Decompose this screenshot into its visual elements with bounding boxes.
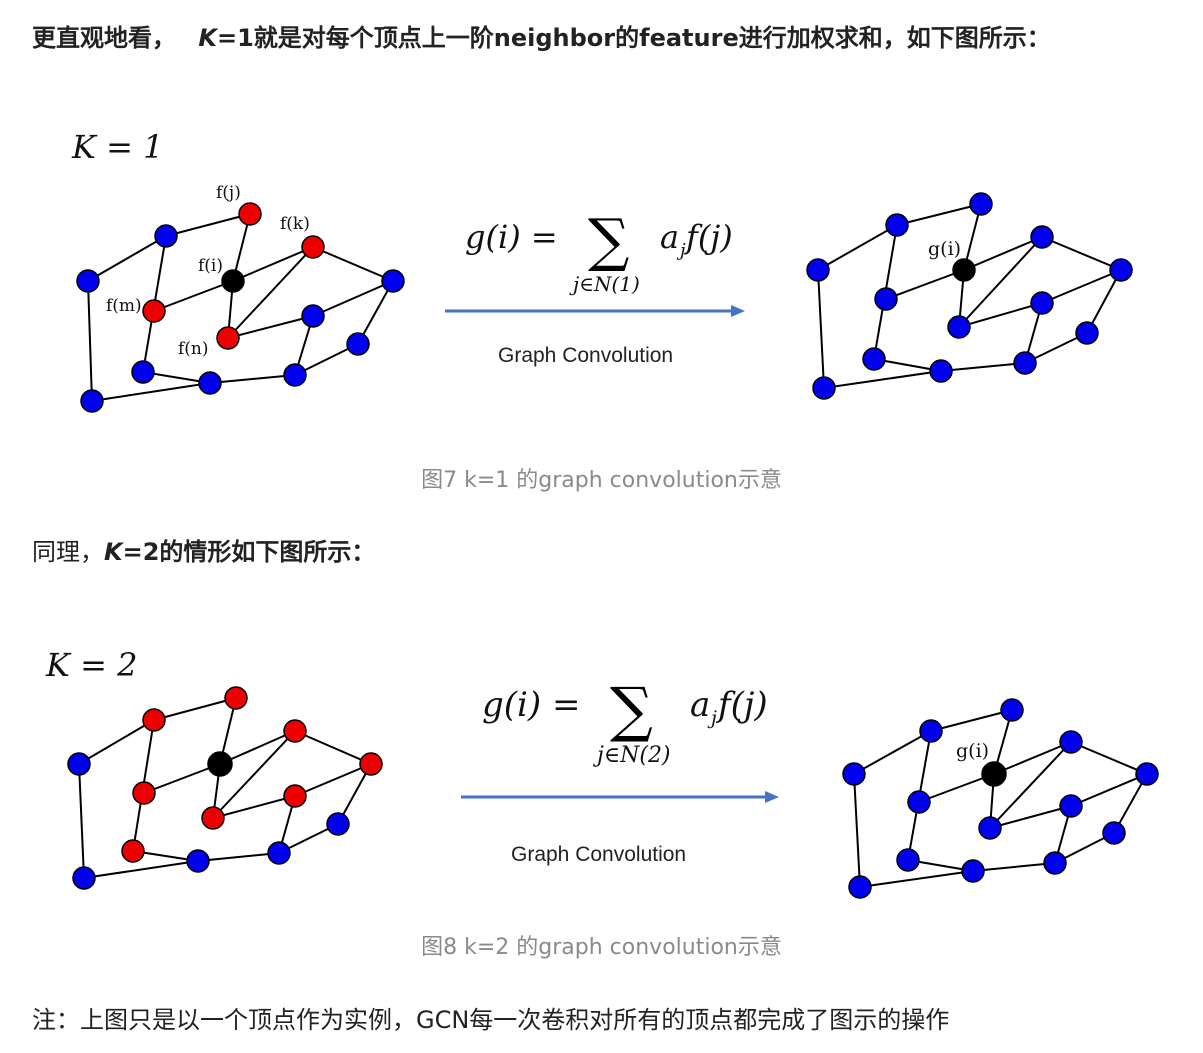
node bbox=[842, 762, 866, 786]
node bbox=[961, 859, 985, 883]
label-gi: g(i) bbox=[928, 238, 961, 260]
formula2-right-tail: f(j) bbox=[715, 685, 768, 725]
node bbox=[359, 752, 383, 776]
formula2-left: g(i) = bbox=[482, 685, 580, 725]
caption-figure7: 图7 k=1 的graph convolution示意 bbox=[421, 468, 782, 493]
node bbox=[848, 875, 872, 899]
intro-rest: =1就是对每个顶点上一阶neighbor的feature进行加权求和，如下图所示… bbox=[216, 24, 1051, 52]
node bbox=[1102, 821, 1126, 845]
node bbox=[201, 806, 225, 830]
node bbox=[283, 719, 307, 743]
node bbox=[1000, 698, 1024, 722]
label2-gi: g(i) bbox=[956, 740, 989, 762]
right-graph-nodes bbox=[806, 192, 1133, 400]
node bbox=[301, 304, 325, 328]
node bbox=[1013, 351, 1037, 375]
second-k: K bbox=[104, 538, 123, 566]
node bbox=[806, 258, 830, 282]
node bbox=[1075, 321, 1099, 345]
node bbox=[947, 315, 971, 339]
node-center bbox=[207, 751, 233, 777]
formula-right-tail: f(j) bbox=[684, 218, 733, 256]
label-fn: f(n) bbox=[178, 339, 209, 359]
node bbox=[132, 781, 156, 805]
arrow-head bbox=[731, 305, 745, 317]
left-graph-nodes bbox=[76, 202, 405, 413]
node bbox=[67, 752, 91, 776]
node-fj bbox=[238, 202, 262, 226]
node bbox=[326, 812, 350, 836]
node bbox=[1135, 762, 1159, 786]
node bbox=[224, 686, 248, 710]
intro-paragraph: 更直观地看， K=1就是对每个顶点上一阶neighbor的feature进行加权… bbox=[32, 22, 1051, 54]
node bbox=[812, 376, 836, 400]
node bbox=[1059, 794, 1083, 818]
intro-lead: 更直观地看， bbox=[32, 24, 176, 52]
node bbox=[896, 848, 920, 872]
node-fm bbox=[142, 299, 166, 323]
label-fi: f(i) bbox=[198, 256, 223, 276]
formula-sub: j∈N(1) bbox=[569, 272, 640, 296]
formula2-right-sub: j bbox=[707, 707, 717, 729]
node bbox=[121, 839, 145, 863]
node bbox=[1030, 291, 1054, 315]
node bbox=[346, 332, 370, 356]
formula-sum: ∑ bbox=[588, 206, 629, 274]
formula-right-sub: j bbox=[676, 240, 686, 261]
node bbox=[969, 192, 993, 216]
node bbox=[131, 360, 155, 384]
node bbox=[1059, 730, 1083, 754]
node-gi bbox=[952, 258, 976, 282]
node bbox=[154, 224, 178, 248]
left-graph2-nodes bbox=[67, 686, 383, 890]
node-fn bbox=[216, 326, 240, 350]
node bbox=[862, 347, 886, 371]
node bbox=[907, 790, 931, 814]
node-fi bbox=[221, 269, 245, 293]
note-paragraph: 注：上图只是以一个顶点作为实例，GCN每一次卷积对所有的顶点都完成了图示的操作 bbox=[32, 1006, 950, 1034]
node-gi bbox=[981, 761, 1007, 787]
node bbox=[1109, 258, 1133, 282]
node bbox=[267, 841, 291, 865]
label-fm: f(m) bbox=[106, 296, 142, 316]
node bbox=[283, 363, 307, 387]
formula2-sub: j∈N(2) bbox=[592, 743, 671, 768]
node bbox=[76, 269, 100, 293]
formula-left: g(i) = bbox=[465, 218, 558, 256]
label-fj: f(j) bbox=[216, 183, 241, 203]
node bbox=[874, 287, 898, 311]
formula2-right: a bbox=[690, 685, 710, 725]
node bbox=[283, 784, 307, 808]
node bbox=[1030, 225, 1054, 249]
node bbox=[978, 816, 1002, 840]
arrow2-label: Graph Convolution bbox=[511, 843, 686, 866]
second-lead: 同理， bbox=[32, 538, 104, 566]
label-fk: f(k) bbox=[280, 214, 310, 234]
node bbox=[186, 849, 210, 873]
formula-right: a bbox=[660, 218, 679, 256]
node bbox=[142, 708, 166, 732]
node bbox=[381, 269, 405, 293]
caption-figure8: 图8 k=2 的graph convolution示意 bbox=[421, 935, 782, 960]
formula2-sum: ∑ bbox=[610, 675, 653, 745]
node-fk bbox=[301, 235, 325, 259]
second-rest: =2的情形如下图所示： bbox=[122, 538, 376, 566]
figure-k1: K = 1 f(j) f(k) f( bbox=[71, 128, 1133, 413]
arrow-label: Graph Convolution bbox=[498, 344, 673, 367]
k2-label: K = 2 bbox=[45, 646, 137, 684]
right-graph2-nodes bbox=[842, 698, 1159, 899]
figure-k2: K = 2 g(i) = ∑ j∈N( bbox=[45, 646, 1159, 899]
node bbox=[1043, 851, 1067, 875]
k1-label: K = 1 bbox=[71, 128, 163, 166]
intro-k: K bbox=[198, 24, 217, 52]
node bbox=[80, 389, 104, 413]
node bbox=[919, 719, 943, 743]
node bbox=[929, 359, 953, 383]
node bbox=[198, 371, 222, 395]
second-paragraph: 同理，K=2的情形如下图所示： bbox=[32, 536, 375, 568]
node bbox=[885, 213, 909, 237]
node bbox=[72, 866, 96, 890]
arrow2-head bbox=[765, 791, 779, 803]
